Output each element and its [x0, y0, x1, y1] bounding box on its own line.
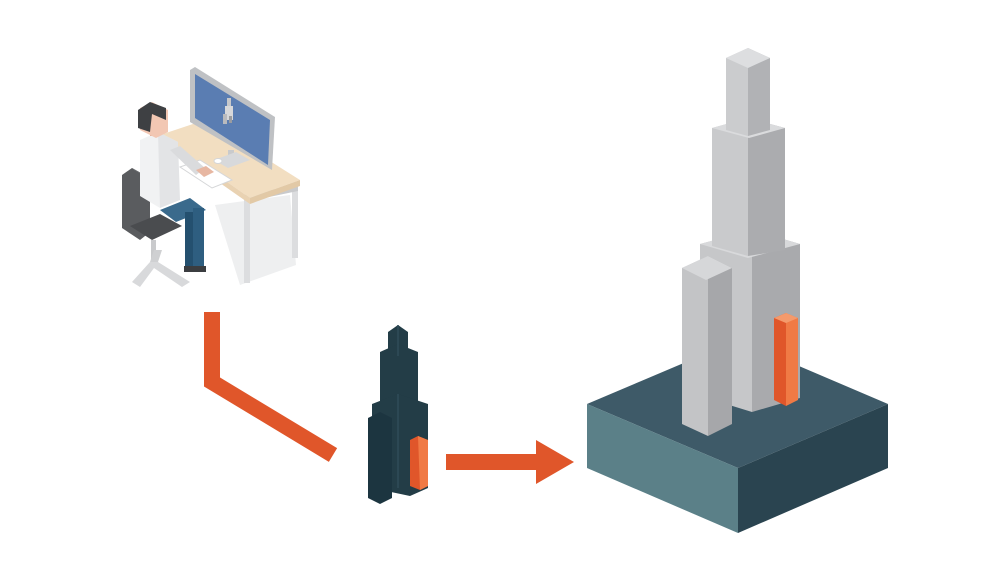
tower-spire-side	[748, 48, 770, 136]
tower-upper-front	[712, 118, 748, 256]
base-left-face	[587, 404, 738, 533]
person-hair	[138, 102, 166, 132]
tower-annex-top	[682, 256, 732, 280]
tower-annex-side	[708, 256, 732, 436]
desk-underside-shadow	[215, 195, 296, 285]
person-shoe	[184, 266, 206, 272]
desk-leg-right	[292, 188, 298, 258]
person-thigh	[160, 198, 206, 222]
chair-post	[151, 240, 156, 262]
chair-base	[132, 262, 190, 287]
desk-leg-front	[244, 195, 250, 283]
chair-base-leg	[150, 250, 162, 262]
mouse	[213, 158, 223, 164]
tower-spire-front	[726, 48, 748, 136]
final-structure-icon	[587, 48, 888, 533]
person-shin-side	[185, 212, 193, 266]
tower-orange-insert-front	[774, 313, 786, 406]
tower-annex-front	[682, 256, 708, 436]
desk-top-edge	[250, 180, 300, 204]
tower-upper-side	[748, 118, 785, 256]
model-upper-tier	[380, 344, 418, 408]
tower-orange-insert-side	[786, 313, 798, 406]
designer-workstation-icon	[122, 67, 300, 287]
person-torso-side	[158, 132, 180, 208]
elbow-connector-line	[204, 312, 338, 462]
person-shin	[193, 208, 204, 270]
screen-building-icon	[223, 98, 233, 124]
model-side-annex	[368, 412, 392, 504]
person-arm	[170, 146, 205, 175]
arrow-connector	[446, 440, 574, 484]
arrow-shaft	[446, 454, 546, 470]
arrow-head-icon	[536, 440, 574, 484]
monitor-stand-foot	[214, 152, 250, 168]
model-orange-insert-side	[418, 436, 428, 490]
chair-seat	[130, 214, 182, 240]
tower-orange-insert-top	[774, 313, 798, 323]
dark-model-icon	[368, 325, 428, 504]
person-hand	[196, 166, 214, 177]
tower-spire-top	[726, 48, 770, 68]
base-right-face	[738, 404, 888, 533]
